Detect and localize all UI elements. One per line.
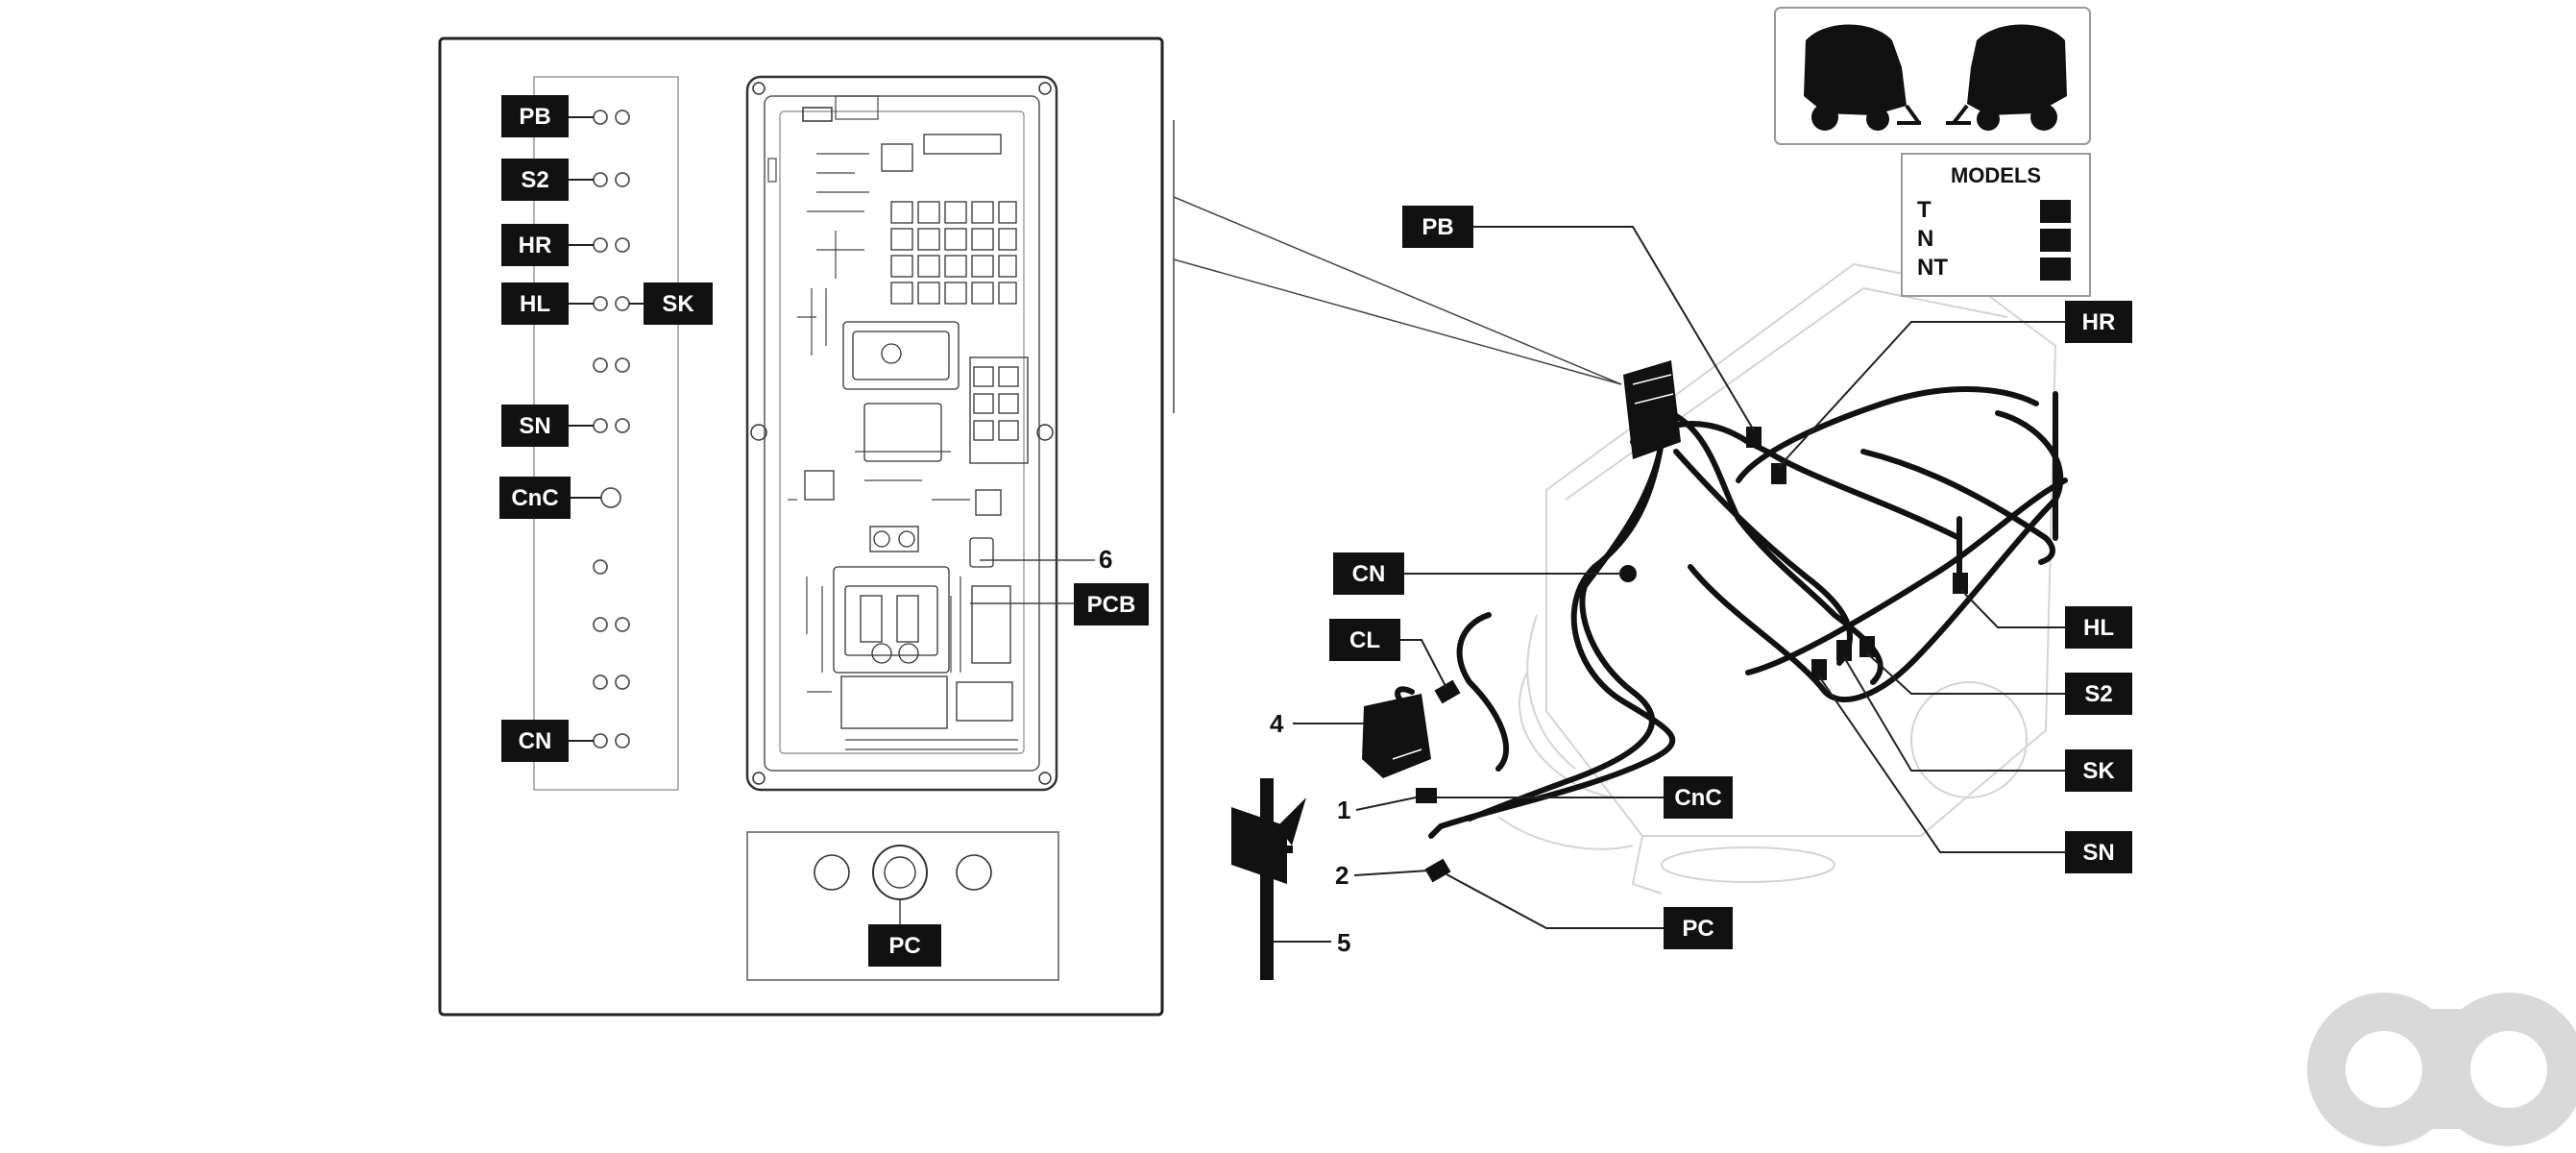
svg-text:SK: SK [2082,758,2115,784]
tractor-frame-hint [1497,816,1634,850]
svg-text:HL: HL [2083,615,2114,641]
connector-sn-plug [1811,659,1827,680]
svg-text:HR: HR [519,233,552,258]
label-pc-right: PC [1446,873,1733,949]
connector-hl-plug [1953,573,1968,594]
svg-text:SN: SN [519,413,550,439]
label-pcb: PCB [970,583,1149,626]
mounting-post-5 [1231,778,1306,980]
connector-hr-plug [1771,463,1786,484]
svg-text:S2: S2 [2084,681,2112,707]
model-swatch-nt [2040,258,2071,281]
svg-text:4: 4 [1270,709,1284,738]
connector-cn-plug [1619,565,1637,582]
svg-text:CN: CN [1352,561,1386,587]
label-hl-right: HL [1960,589,2132,649]
label-pb-right: PB [1402,206,1755,431]
svg-text:PC: PC [1682,916,1713,942]
monitor-unit-4 [1362,694,1431,778]
connector-cnc-plug [1416,788,1437,803]
svg-text:SN: SN [2082,840,2114,866]
label-hr-left: HR [501,224,594,266]
label-cn-right: CN [1333,552,1621,595]
pin-column [593,110,630,748]
part-number-4: 4 [1270,709,1364,738]
model-code-t: T [1917,197,1932,223]
connector-cl-plug [1434,679,1461,704]
svg-text:PB: PB [1422,214,1453,240]
baler-icons-panel [1774,7,2091,145]
svg-text:SK: SK [662,291,694,317]
svg-text:PC: PC [888,933,920,959]
ao-logo [2307,993,2576,1146]
label-sk-right: SK [1843,656,2132,792]
model-swatch-n [2040,229,2071,252]
svg-text:CnC: CnC [1674,785,1721,811]
svg-text:S2: S2 [521,167,548,193]
pc-socket-panel: PC [746,831,1059,981]
models-legend: MODELS T N NT [1901,153,2091,297]
part-number-5: 5 [1274,928,1350,957]
svg-text:HL: HL [520,291,550,317]
svg-text:PB: PB [519,104,550,130]
svg-text:1: 1 [1337,796,1350,824]
svg-text:CL: CL [1349,627,1380,653]
connector-2-plug [1424,858,1451,883]
label-s2-right: S2 [1866,652,2132,715]
control-box [1623,360,1681,459]
label-sn-left: SN [501,405,594,447]
part-number-1: 1 [1337,796,1417,824]
baler-front-icon [1804,24,1921,131]
label-cnc-right: CnC [1437,776,1733,819]
label-hr-right: HR [1778,301,2132,468]
label-hl-left: HL [501,282,594,325]
part-number-2: 2 [1335,861,1430,890]
model-code-n: N [1917,226,1933,252]
model-swatch-t [2040,200,2071,223]
part-number-6: 6 [980,545,1112,574]
svg-text:6: 6 [1099,545,1112,574]
label-sk-left: SK [629,282,713,325]
model-code-nt: NT [1917,255,1948,281]
label-cn-left: CN [501,720,594,762]
svg-text:HR: HR [2082,309,2116,335]
connector-pb-plug [1746,427,1762,448]
pcb-board [745,75,1058,792]
label-sn-right: SN [1818,675,2132,873]
label-cnc-left: CnC [499,477,601,519]
connector-s2-plug [1859,636,1875,657]
baler-outline [1519,262,2057,895]
wiring-harness [1395,386,2068,839]
connector-sk-plug [1836,640,1852,661]
label-s2-left: S2 [501,159,594,201]
svg-text:PCB: PCB [1087,592,1136,618]
svg-text:MODELS: MODELS [1951,163,2041,187]
zoom-callout-lines [1173,120,1622,413]
svg-text:CnC: CnC [511,485,558,511]
baler-rear-icon [1946,24,2067,131]
label-cl: CL [1329,619,1447,689]
svg-text:2: 2 [1335,861,1349,890]
svg-text:CN: CN [519,728,552,754]
label-pb-left: PB [501,95,594,137]
svg-text:5: 5 [1337,928,1350,957]
